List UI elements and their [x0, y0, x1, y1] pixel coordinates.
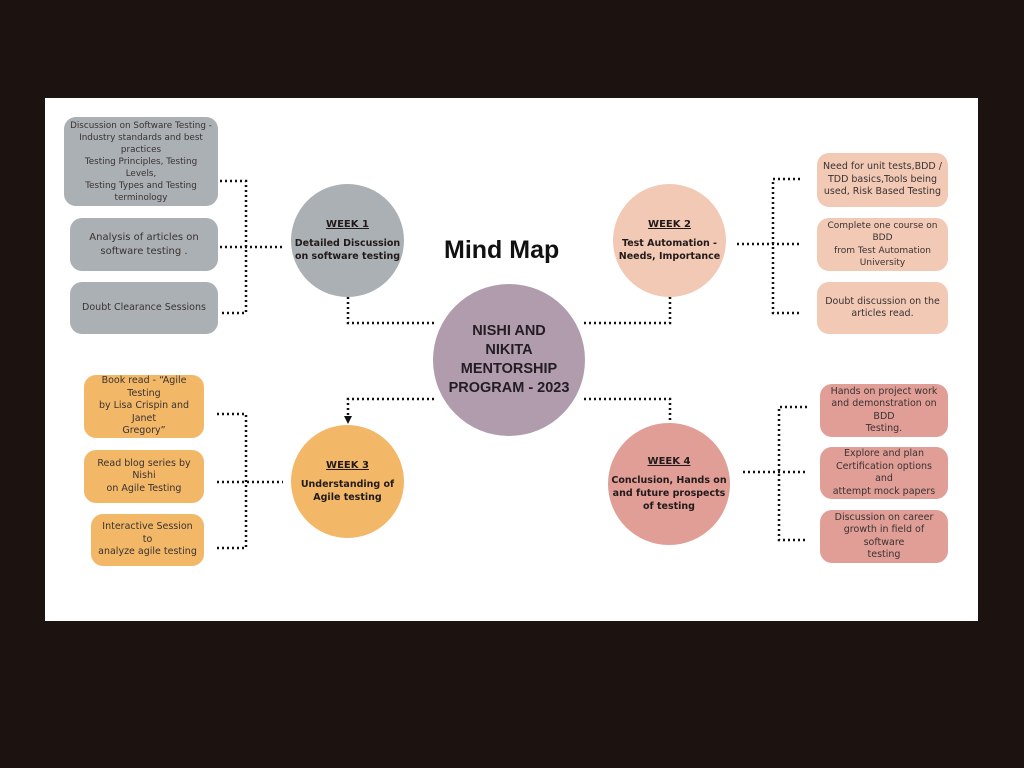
week2-item: Need for unit tests,BDD / TDD basics,Too… — [817, 153, 948, 207]
week2-item: Complete one course on BDD from Test Aut… — [817, 218, 948, 271]
week1-item: Doubt Clearance Sessions — [70, 282, 218, 334]
center-node: NISHI AND NIKITA MENTORSHIP PROGRAM - 20… — [433, 284, 585, 436]
week3-item: Book read - “Agile Testing by Lisa Crisp… — [84, 375, 204, 438]
week4-node: WEEK 4 Conclusion, Hands on and future p… — [608, 423, 730, 545]
week2-item: Doubt discussion on the articles read. — [817, 282, 948, 334]
week1-item: Discussion on Software Testing - Industr… — [64, 117, 218, 206]
week1-label: WEEK 1 — [326, 218, 369, 230]
page-title: Mind Map — [444, 236, 560, 264]
week3-item: Interactive Session to analyze agile tes… — [91, 514, 204, 566]
week2-text: Test Automation - Needs, Importance — [618, 237, 721, 262]
week1-node: WEEK 1 Detailed Discussion on software t… — [291, 184, 404, 297]
week2-label: WEEK 2 — [648, 218, 691, 230]
week3-item: Read blog series by Nishi on Agile Testi… — [84, 450, 204, 503]
week4-label: WEEK 4 — [647, 455, 691, 467]
week2-node: WEEK 2 Test Automation - Needs, Importan… — [613, 184, 726, 297]
week4-item: Discussion on career growth in field of … — [820, 510, 948, 563]
week4-item: Explore and plan Certification options a… — [820, 447, 948, 499]
week3-label: WEEK 3 — [326, 459, 369, 471]
week1-text: Detailed Discussion on software testing — [294, 237, 401, 262]
week1-item: Analysis of articles on software testing… — [70, 218, 218, 271]
center-node-text: NISHI AND NIKITA MENTORSHIP PROGRAM - 20… — [448, 323, 570, 396]
week4-text: Conclusion, Hands on and future prospect… — [611, 474, 727, 512]
week4-item: Hands on project work and demonstration … — [820, 384, 948, 437]
week3-text: Understanding of Agile testing — [300, 478, 395, 503]
week3-node: WEEK 3 Understanding of Agile testing — [291, 425, 404, 538]
